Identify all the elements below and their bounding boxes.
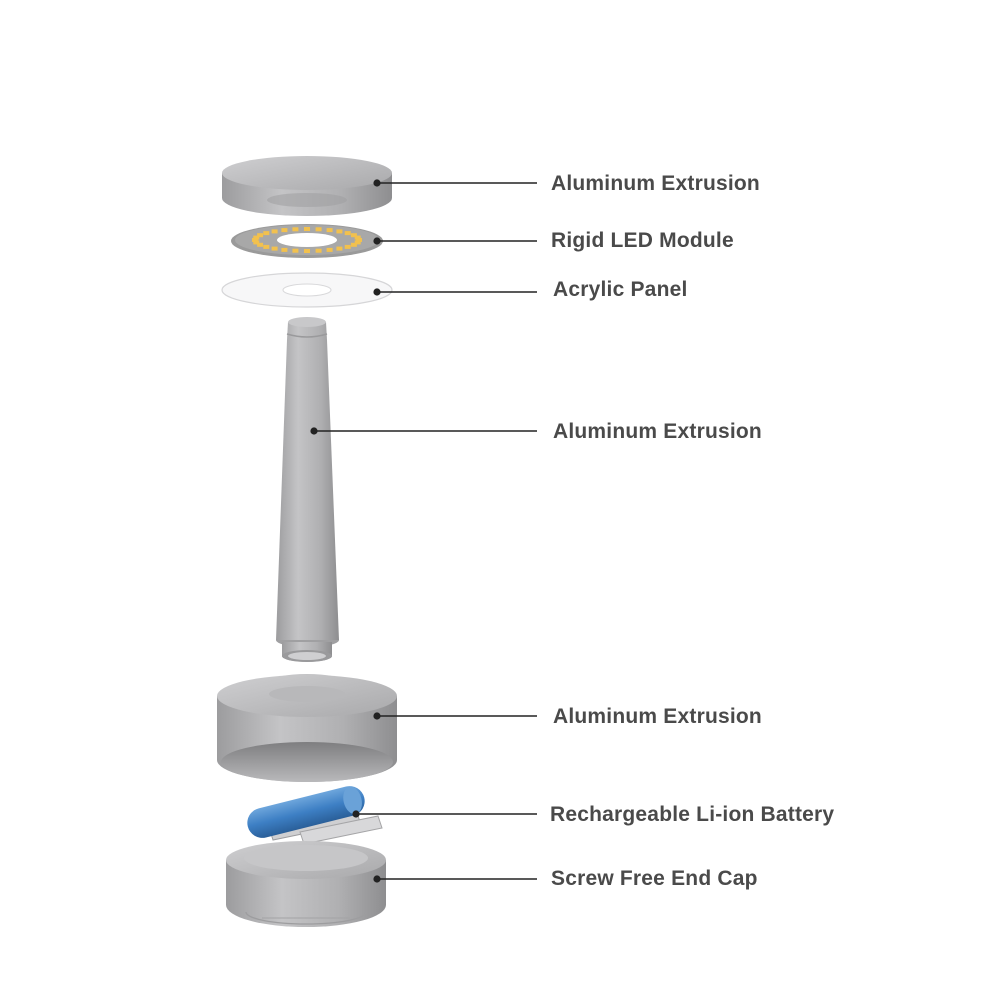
stem-part [276,317,339,662]
acrylic-panel-part [221,272,393,308]
label-led-module: Rigid LED Module [551,229,734,252]
led-chip [252,238,258,242]
leader-dots [310,179,381,883]
led-module-part [231,224,383,258]
led-chips [252,227,362,253]
battery-part [247,786,383,845]
end-cap-part [226,841,386,927]
led-chip [257,242,264,247]
led-chip [354,235,361,240]
label-stem: Aluminum Extrusion [553,420,762,443]
led-chip [315,227,322,232]
leader-lines [314,182,537,880]
top-cap-part [222,156,392,216]
led-chip [336,229,343,234]
label-acrylic-panel: Acrylic Panel [553,278,688,301]
led-chip [263,231,270,236]
base-housing-part [217,674,397,782]
led-chip [326,228,333,233]
led-chip [350,242,357,247]
led-chip [257,233,264,238]
label-battery: Rechargeable Li-ion Battery [550,803,835,826]
led-chip [350,233,357,238]
led-chip [304,227,310,231]
led-chip [326,247,333,252]
led-chip [281,247,288,252]
led-chip [281,228,288,233]
led-chip [292,248,299,253]
led-chip [304,249,310,253]
label-end-cap: Screw Free End Cap [551,867,758,890]
led-chip [315,248,322,253]
led-chip [271,229,278,234]
led-chip [253,235,260,240]
led-chip [356,238,362,242]
led-chip [263,244,270,249]
led-chip [292,227,299,232]
led-chip [344,244,351,249]
label-top-cap: Aluminum Extrusion [551,172,760,195]
led-chip [271,246,278,251]
led-chip [253,240,260,245]
led-chip [354,240,361,245]
led-chip [336,246,343,251]
label-base-housing: Aluminum Extrusion [553,705,762,728]
led-chip [344,231,351,236]
